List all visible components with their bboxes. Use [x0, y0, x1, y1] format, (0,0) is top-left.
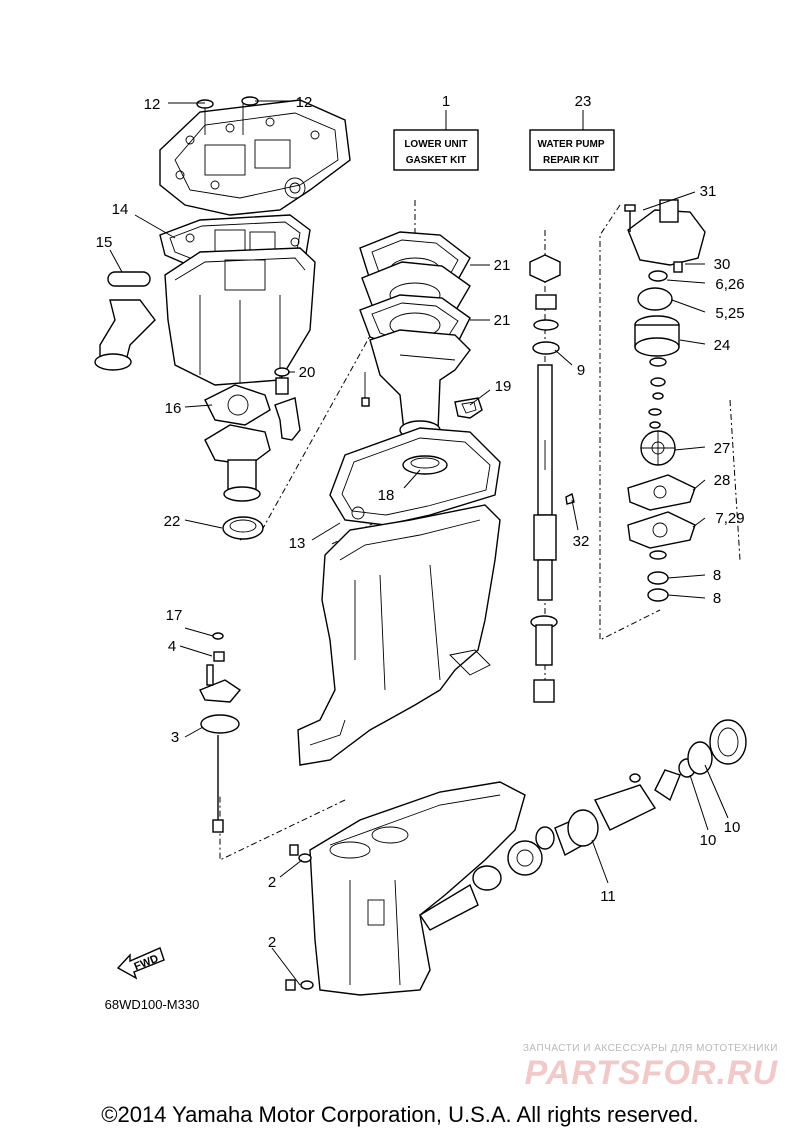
leader-lines [109, 100, 729, 986]
callout-10: 10 [700, 832, 717, 849]
oil-strainer [94, 271, 156, 371]
diagram-code: 68WD100-M330 [105, 997, 200, 1012]
callout-16: 16 [165, 400, 182, 417]
upper-drive-shaft-bushing [529, 254, 561, 355]
kit-water-pump-repair: 23 WATER PUMP REPAIR KIT [529, 93, 615, 171]
lower-casing [309, 781, 526, 996]
oil-seal-22 [222, 516, 264, 540]
outer-plate-cartridge-28 [627, 474, 696, 511]
copyright-notice: ©2014 Yamaha Motor Corporation, U.S.A. A… [101, 1102, 699, 1127]
upper-casing [297, 504, 501, 766]
rubber-seal-19 [454, 397, 483, 419]
callout-27: 27 [714, 440, 731, 457]
callout-24: 24 [714, 337, 731, 354]
watermark-brand: PARTSFOR.RU [524, 1054, 778, 1092]
callout-6-26: 6,26 [715, 276, 744, 293]
callout-4: 4 [168, 638, 176, 655]
oil-seal-18 [402, 455, 448, 475]
drive-shaft [533, 364, 575, 601]
callout-18: 18 [378, 487, 395, 504]
propeller-shaft-parts [472, 719, 747, 891]
kit-lower-unit-gasket: 1 LOWER UNIT GASKET KIT [393, 93, 479, 171]
callout-19: 19 [495, 378, 512, 395]
callout-2: 2 [268, 874, 276, 891]
fwd-arrow-icon: FWD [116, 947, 165, 980]
callout-28: 28 [714, 472, 731, 489]
callout-31: 31 [700, 183, 717, 200]
callout-20: 20 [299, 364, 316, 381]
callout-2: 2 [268, 934, 276, 951]
callout-22: 22 [164, 513, 181, 530]
callout-numbers: 12 12 14 15 16 20 22 21 21 19 18 13 9 32… [96, 94, 745, 951]
impeller-27 [640, 430, 676, 466]
kit-line1: LOWER UNIT [404, 139, 467, 150]
callout-15: 15 [96, 234, 113, 251]
callout-12: 12 [144, 96, 161, 113]
callout-21: 21 [494, 312, 511, 329]
o-ring-30 [648, 261, 683, 282]
water-tube-seal-20 [274, 367, 290, 395]
gasket-7-29 [627, 511, 696, 549]
callout-9: 9 [577, 362, 585, 379]
water-pump-small-parts [648, 357, 667, 429]
callout-3: 3 [171, 729, 179, 746]
callout-5-25: 5,25 [715, 305, 744, 322]
exhaust-manifold [361, 329, 471, 441]
callout-14: 14 [112, 201, 129, 218]
drain-screw-lower [285, 979, 314, 991]
water-pump-housing [624, 199, 706, 266]
drive-shaft-sleeve [530, 615, 558, 703]
callout-7-29: 7,29 [715, 510, 744, 527]
callout-13: 13 [289, 535, 306, 552]
kit-line1: WATER PUMP [537, 139, 604, 150]
o-ring-5-25 [637, 287, 673, 311]
watermark-tagline: ЗАПЧАСТИ И АКСЕССУАРЫ ДЛЯ МОТОТЕХНИКИ [522, 1043, 778, 1054]
exhaust-elbow [274, 397, 301, 441]
callout-21: 21 [494, 257, 511, 274]
exhaust-guide [159, 96, 351, 216]
gasket-16 [204, 384, 271, 426]
callout-32: 32 [573, 533, 590, 550]
gasket-13 [329, 427, 501, 526]
callout-10: 10 [724, 819, 741, 836]
kit-line2: REPAIR KIT [543, 155, 599, 166]
oil-pan [164, 247, 316, 386]
kit-number-23: 23 [575, 93, 592, 110]
callout-30: 30 [714, 256, 731, 273]
kit-number-1: 1 [442, 93, 450, 110]
callout-17: 17 [166, 607, 183, 624]
drain-screw-upper [289, 844, 312, 863]
insert-cartridge-24 [634, 315, 680, 357]
callout-8: 8 [713, 567, 721, 584]
kit-line2: GASKET KIT [406, 155, 467, 166]
water-inlet-housing [204, 424, 271, 502]
oil-seals-8 [647, 550, 669, 602]
fwd-label: FWD [133, 953, 161, 974]
callout-12: 12 [296, 94, 313, 111]
shift-rod-assembly [199, 632, 242, 833]
callout-8: 8 [713, 590, 721, 607]
callout-11: 11 [600, 888, 616, 905]
